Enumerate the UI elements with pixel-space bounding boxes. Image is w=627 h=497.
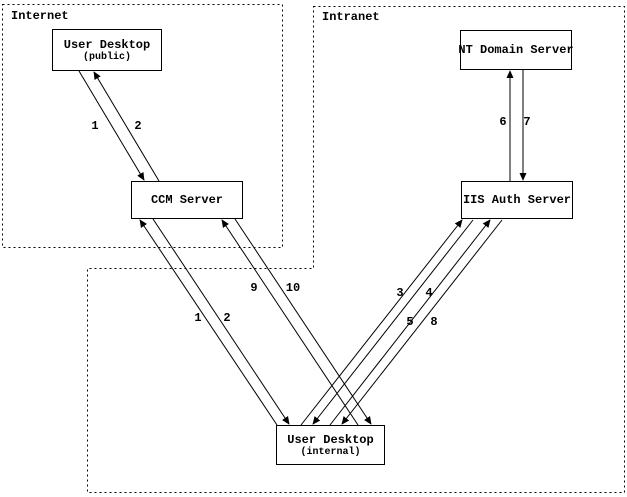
edge-label-public-1: 1 [91, 119, 99, 133]
edge-step8-arrow [341, 219, 503, 425]
node-ccm-server: CCM Server [131, 181, 243, 219]
node-user-desktop-public: User Desktop (public) [52, 29, 162, 71]
node-title: IIS Auth Server [462, 193, 572, 207]
node-title: User Desktop [287, 432, 374, 447]
node-subtitle: (internal) [300, 446, 361, 458]
edge-public-step1-arrow [78, 70, 145, 181]
edge-label-7: 7 [523, 115, 531, 129]
edge-internal-step1-arrow [139, 219, 278, 426]
edge-label-6: 6 [499, 115, 507, 129]
node-title: User Desktop [63, 37, 151, 52]
edge-step5-arrow [329, 219, 491, 426]
node-title: CCM Server [150, 193, 223, 207]
edge-label-internal-2: 2 [223, 311, 231, 325]
intranet-region-outline [87, 6, 625, 493]
edge-label-internal-1: 1 [194, 311, 202, 325]
edge-label-4: 4 [425, 286, 433, 300]
edge-step9-arrow [221, 219, 359, 426]
internet-region-outline [2, 4, 283, 248]
edge-step4-arrow [312, 219, 474, 425]
edge-step10-arrow [234, 218, 372, 425]
edge-step3-arrow [300, 219, 463, 426]
node-iis-auth-server: IIS Auth Server [461, 181, 573, 219]
intranet-region-label: Intranet [322, 10, 380, 24]
node-title: NT Domain Server [458, 43, 574, 57]
edge-label-3: 3 [396, 286, 404, 300]
edge-public-step2-arrow [93, 71, 160, 182]
edge-label-9: 9 [250, 281, 258, 295]
edge-label-public-2: 2 [134, 119, 142, 133]
edge-label-5: 5 [406, 315, 414, 329]
node-nt-domain-server: NT Domain Server [458, 30, 574, 70]
node-user-desktop-internal: User Desktop (internal) [276, 425, 385, 465]
internet-region-label: Internet [11, 9, 69, 23]
edge-label-8: 8 [430, 315, 438, 329]
edge-internal-step2-arrow [152, 218, 290, 425]
edge-label-10: 10 [285, 281, 301, 295]
node-subtitle: (public) [82, 51, 131, 63]
